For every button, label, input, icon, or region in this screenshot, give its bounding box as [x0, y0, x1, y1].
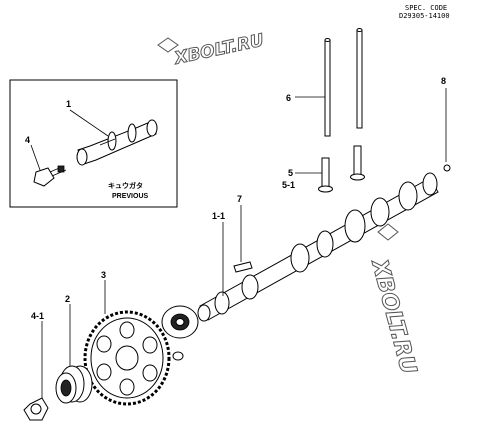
- previous-inset: 1 4 キュウガタ PREVIOUS: [9, 79, 178, 208]
- inset-frame: [9, 79, 178, 208]
- callout-pin: 8: [441, 76, 446, 86]
- push-rods: 6: [286, 28, 363, 137]
- callout-nut: 4-1: [31, 311, 44, 321]
- watermark-logo-icon: [157, 37, 179, 53]
- callout-push-rod: 6: [286, 93, 291, 103]
- gear-part: 3: [83, 270, 171, 406]
- watermark-logo-icon: [377, 223, 399, 241]
- callout-gear: 3: [101, 270, 106, 280]
- camshaft-part: 1-1: [197, 172, 439, 322]
- spec-code-value: D29305-14100: [399, 12, 450, 20]
- watermark-text: XBOLT.RU: [366, 255, 421, 377]
- tappets: 5 5-1: [282, 145, 365, 193]
- bearing-part: [161, 305, 199, 339]
- inset-leader-4: [30, 144, 41, 171]
- callout-tappet: 5: [288, 168, 293, 178]
- spec-code-label: SPEC. CODE: [405, 4, 448, 12]
- nut-part: 4-1: [23, 311, 49, 421]
- pin-part: 8: [441, 76, 451, 172]
- inset-callout-1: 1: [66, 99, 71, 109]
- watermark-text: XBOLT.RU: [172, 30, 266, 69]
- inset-callout-4: 4: [25, 135, 30, 145]
- inset-label-en: PREVIOUS: [112, 193, 149, 200]
- callout-key: 7: [237, 194, 242, 204]
- inset-leader-1: [69, 109, 109, 137]
- callout-tappet-alt: 5-1: [282, 180, 295, 190]
- gear-bolt-part: [172, 351, 184, 361]
- collar-part: 2: [55, 294, 93, 404]
- inset-bolt-part: [33, 165, 67, 187]
- inset-camshaft-part: [76, 119, 158, 166]
- callout-camshaft: 1-1: [212, 211, 225, 221]
- key-part: 7: [233, 194, 253, 273]
- watermark-top: XBOLT.RU: [157, 30, 266, 70]
- watermark-right: XBOLT.RU: [365, 223, 421, 377]
- callout-collar: 2: [65, 294, 70, 304]
- inset-label-jp: キュウガタ: [108, 181, 143, 190]
